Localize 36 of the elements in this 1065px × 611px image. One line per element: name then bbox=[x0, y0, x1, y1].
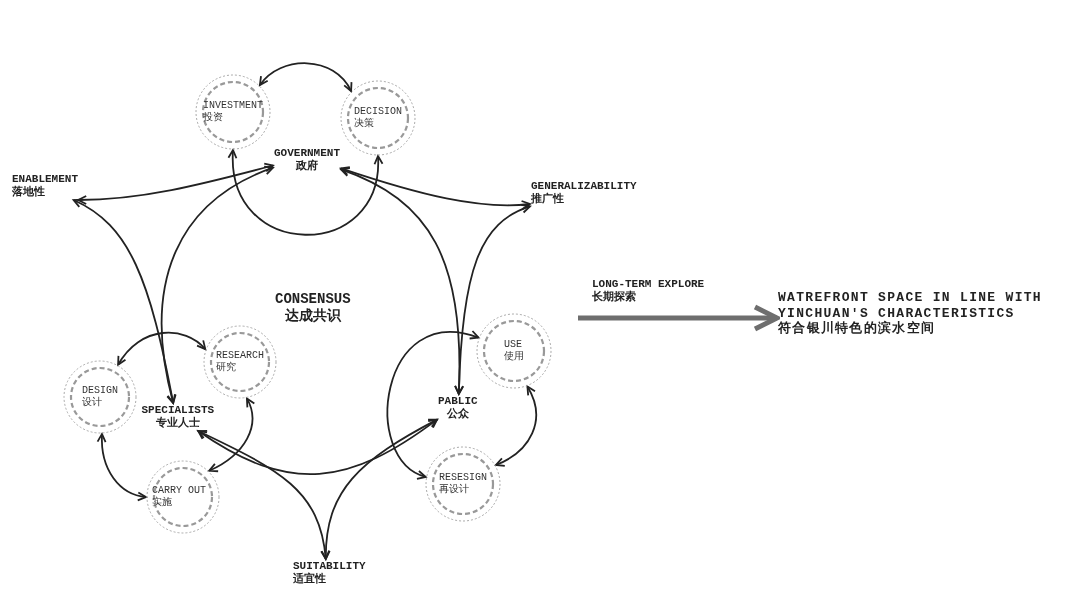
result-text: WATREFRONT SPACE IN LINE WITH YINCHUAN'S CHARACTERISTICS 符合银川特色的滨水空间 bbox=[778, 290, 1065, 337]
arrow bbox=[495, 385, 537, 467]
node-label: SUITABILITY 适宜性 bbox=[293, 560, 366, 587]
node-label: PABLIC 公众 bbox=[438, 395, 478, 422]
node-label: GOVERNMENT 政府 bbox=[274, 147, 340, 174]
dashed-circle bbox=[203, 325, 277, 399]
arrow bbox=[97, 433, 147, 501]
arrow bbox=[208, 397, 255, 472]
arrow bbox=[386, 330, 480, 478]
node-label: DESIGN 设计 bbox=[82, 385, 118, 409]
node-label: DECISION 决策 bbox=[354, 106, 402, 130]
dashed-circle bbox=[146, 460, 220, 534]
arrow bbox=[72, 199, 177, 404]
arrow bbox=[77, 162, 274, 205]
dashed-circle bbox=[476, 313, 552, 389]
node-label: CARRY OUT 实施 bbox=[152, 485, 207, 509]
arrow bbox=[340, 167, 464, 395]
node-label: RESESIGN 再设计 bbox=[439, 472, 487, 496]
dashed-circle bbox=[425, 446, 501, 522]
dashed-circle bbox=[195, 74, 271, 150]
dashed-circle bbox=[63, 360, 137, 434]
arrow bbox=[578, 304, 780, 332]
arrow bbox=[197, 418, 438, 475]
node-label: GENERALIZABILITY 推广性 bbox=[531, 180, 637, 207]
node-label: ENABLEMENT 落地性 bbox=[12, 173, 78, 200]
arrow bbox=[259, 62, 352, 92]
arrow bbox=[340, 166, 531, 210]
center-label: CONSENSUS 达成共识 bbox=[275, 291, 351, 325]
node-label: USE 使用 bbox=[504, 339, 524, 363]
node-label: SPECIALISTS 专业人士 bbox=[141, 404, 215, 431]
arrow bbox=[228, 149, 383, 236]
node-label: RESEARCH 研究 bbox=[216, 350, 264, 374]
arrow bbox=[117, 331, 207, 366]
dashed-circle bbox=[340, 80, 416, 156]
node-label: INVESTMENT 投资 bbox=[203, 100, 263, 124]
arrow bbox=[160, 166, 274, 404]
